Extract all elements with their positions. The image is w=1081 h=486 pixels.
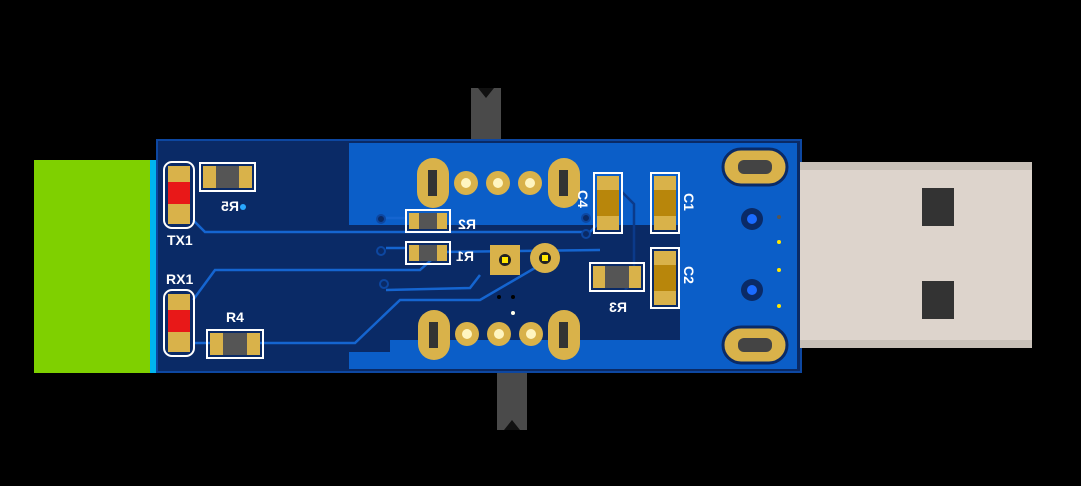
resistor-r3 <box>589 262 645 292</box>
header-pins-bottom <box>418 310 580 360</box>
led-tx1 <box>163 161 195 229</box>
resistor-r4 <box>206 329 264 359</box>
green-block <box>34 160 152 373</box>
led-rx1 <box>163 289 195 357</box>
label-r2: R2 <box>458 216 476 232</box>
resistor-r1 <box>405 241 451 265</box>
capacitor-c4 <box>593 172 623 234</box>
label-tx1: TX1 <box>167 232 193 248</box>
label-rx1: RX1 <box>166 271 193 287</box>
label-c2: C2 <box>681 266 697 284</box>
resistor-r2 <box>405 209 451 233</box>
label-r5: R5 <box>221 198 239 214</box>
label-r3: R3 <box>609 299 627 315</box>
label-r1: R1 <box>456 248 474 264</box>
cyan-strip <box>150 160 158 373</box>
capacitor-c1 <box>650 172 680 234</box>
usb-connector <box>800 162 1032 348</box>
usb-shield-pads <box>721 147 789 365</box>
header-pins-top <box>417 158 580 208</box>
label-c4: C4 <box>575 190 591 208</box>
square-pads <box>490 243 560 275</box>
capacitor-c2 <box>650 247 680 309</box>
resistor-r5 <box>199 162 256 192</box>
label-r4: R4 <box>226 309 244 325</box>
copper-pour <box>349 143 797 369</box>
label-c1: C1 <box>681 193 697 211</box>
vias <box>376 213 591 289</box>
